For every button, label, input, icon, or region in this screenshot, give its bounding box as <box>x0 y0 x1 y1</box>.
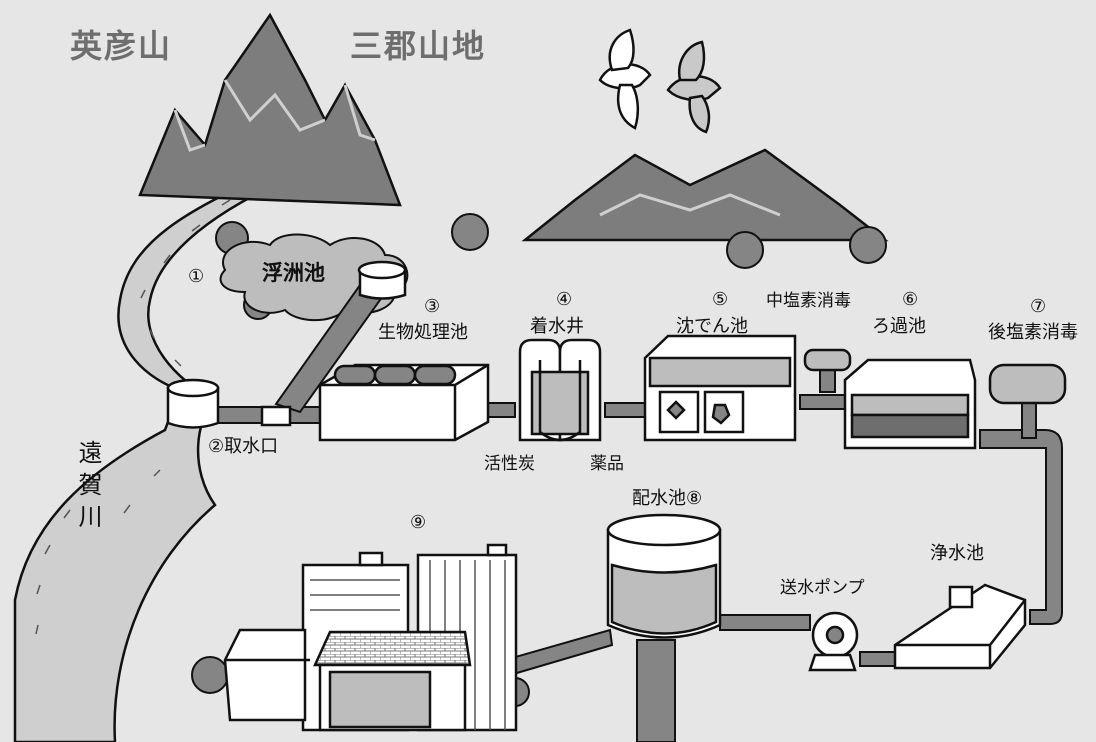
bio-treatment-basin <box>318 363 490 442</box>
river-ripples <box>35 199 231 635</box>
step-number-1: ① <box>188 266 205 287</box>
river-label: 遠賀川 <box>74 440 102 536</box>
step-number-4: ④ <box>556 289 573 310</box>
mountain-hikosan <box>138 12 402 207</box>
bird-left <box>598 28 652 130</box>
pond-label: 浮洲池 <box>262 261 325 285</box>
step-number-3: ③ <box>424 296 441 317</box>
mountain-sangun <box>521 148 889 242</box>
filter-label: ろ過池 <box>872 316 926 337</box>
distribution-reservoir <box>606 513 722 639</box>
intake-tank <box>166 378 292 429</box>
clear-water-tank-label: 浄水池 <box>930 543 984 564</box>
mountain-label-hikosan: 英彦山 <box>70 27 173 65</box>
pond-tank <box>357 260 407 300</box>
bird-right <box>666 40 722 134</box>
distribution-reservoir-label: 配水池⑧ <box>632 488 703 509</box>
sedimentation-basin <box>643 334 797 442</box>
chemicals-label: 薬品 <box>590 454 624 474</box>
pump <box>808 611 859 672</box>
step-number-7: ⑦ <box>1030 296 1047 317</box>
step-number-5: ⑤ <box>712 289 729 310</box>
post-chlorination-label: 後塩素消毒 <box>988 322 1078 343</box>
chlorine-tanks <box>803 348 1067 405</box>
step-number-9: ⑨ <box>410 512 427 533</box>
receiving-well-label: 着水井 <box>530 316 584 337</box>
clear-water-tank <box>893 583 1027 670</box>
receiving-well <box>518 338 602 442</box>
sedimentation-label: 沈でん池 <box>676 316 748 337</box>
pump-label: 送水ポンプ <box>780 578 865 598</box>
mid-chlorination-label: 中塩素消毒 <box>766 291 851 311</box>
step-number-6: ⑥ <box>902 289 919 310</box>
mountain-label-sangun: 三郡山地 <box>350 27 487 65</box>
intake-label: ②取水口 <box>208 436 279 457</box>
river <box>13 173 289 742</box>
activated-carbon-label: 活性炭 <box>484 454 535 474</box>
bio-treatment-label: 生物処理池 <box>378 322 468 343</box>
filter-basin <box>843 358 977 450</box>
town <box>223 543 518 732</box>
